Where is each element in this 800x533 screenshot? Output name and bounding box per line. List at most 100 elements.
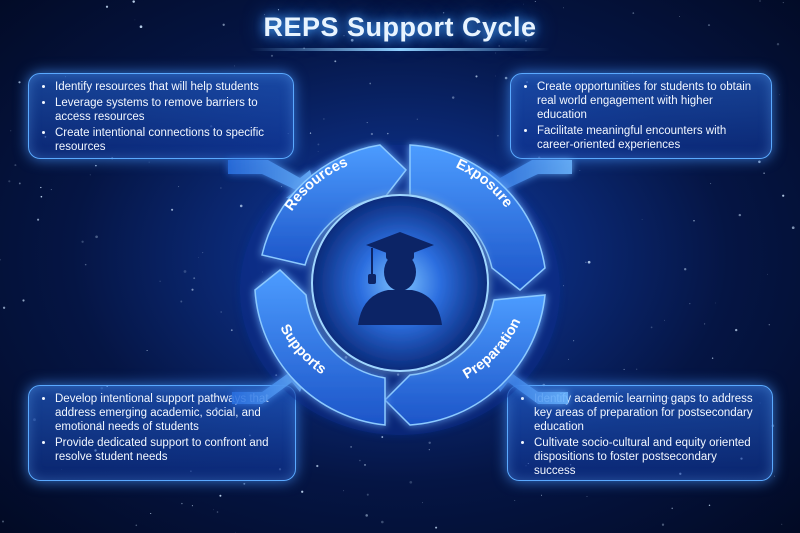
star [146, 349, 148, 352]
star [159, 280, 161, 282]
star [230, 329, 233, 332]
supports-segment [254, 269, 386, 426]
star [776, 42, 780, 46]
star [568, 358, 569, 360]
star [563, 285, 565, 287]
star [132, 0, 135, 3]
star [191, 288, 194, 291]
star [369, 82, 372, 85]
star [679, 16, 681, 17]
star [791, 226, 795, 230]
resources-item-2: Leverage systems to remove barriers to a… [55, 96, 281, 124]
supports-item-2: Provide dedicated support to confront an… [55, 436, 283, 464]
star [219, 494, 222, 497]
star [202, 252, 204, 254]
star [738, 213, 742, 217]
star [523, 3, 524, 5]
star [270, 54, 274, 57]
star [779, 94, 781, 96]
resources-info-box: Identify resources that will help studen… [28, 73, 294, 159]
star [475, 75, 478, 78]
star [22, 299, 25, 302]
star [585, 261, 587, 263]
star [89, 174, 91, 176]
star [684, 268, 687, 271]
star [216, 511, 219, 513]
star [317, 143, 320, 146]
star [222, 23, 225, 26]
star [37, 218, 40, 221]
star [181, 502, 183, 505]
star [148, 161, 150, 163]
star [497, 134, 499, 137]
star [534, 0, 536, 3]
star [451, 96, 455, 99]
star [316, 464, 319, 468]
star [191, 505, 193, 507]
star [2, 520, 4, 523]
star [18, 81, 21, 84]
star [370, 132, 374, 136]
star [50, 189, 52, 191]
star [323, 118, 325, 120]
star [220, 311, 222, 313]
exposure-connector-arrow [482, 160, 572, 200]
star [334, 60, 337, 63]
star [661, 523, 665, 526]
preparation-item-2: Cultivate socio-cultural and equity orie… [534, 436, 760, 478]
star [364, 463, 366, 466]
star [435, 526, 438, 529]
star [514, 500, 516, 501]
resources-connector-arrow [228, 160, 318, 200]
star [18, 182, 21, 185]
star [380, 520, 384, 524]
star [105, 5, 109, 8]
star [711, 357, 714, 359]
star [409, 480, 413, 484]
resources-item-1: Identify resources that will help studen… [55, 80, 281, 94]
star [782, 2, 784, 4]
star [171, 208, 174, 211]
star [81, 240, 84, 243]
star [95, 164, 97, 167]
star [707, 24, 711, 27]
star [281, 186, 282, 187]
star [135, 524, 138, 527]
star [213, 509, 214, 511]
supports-info-box: Develop intentional support pathways tha… [28, 385, 296, 481]
star [139, 25, 143, 29]
star [714, 302, 716, 304]
star [198, 257, 199, 258]
resources-segment [261, 144, 408, 266]
star [220, 187, 222, 189]
star [365, 514, 368, 517]
star [641, 219, 643, 220]
star [767, 273, 768, 275]
exposure-segment [409, 144, 546, 291]
star [8, 180, 11, 183]
star [586, 496, 588, 497]
star [233, 65, 235, 67]
star [587, 260, 591, 264]
star [180, 300, 183, 303]
star [563, 7, 565, 9]
star [781, 523, 783, 525]
star [573, 340, 575, 342]
star [366, 493, 369, 496]
star [40, 195, 43, 198]
star [428, 441, 431, 445]
exposure-item-2: Facilitate meaningful encounters with ca… [537, 124, 759, 152]
star [394, 27, 396, 29]
star [759, 0, 761, 2]
star [95, 235, 98, 239]
diagram-title: REPS Support Cycle [263, 12, 537, 42]
star [504, 76, 508, 80]
exposure-info-box: Create opportunities for students to obt… [510, 73, 772, 159]
star [40, 186, 42, 189]
star [632, 12, 635, 14]
star [10, 130, 12, 132]
star [422, 502, 423, 504]
star [277, 9, 280, 11]
